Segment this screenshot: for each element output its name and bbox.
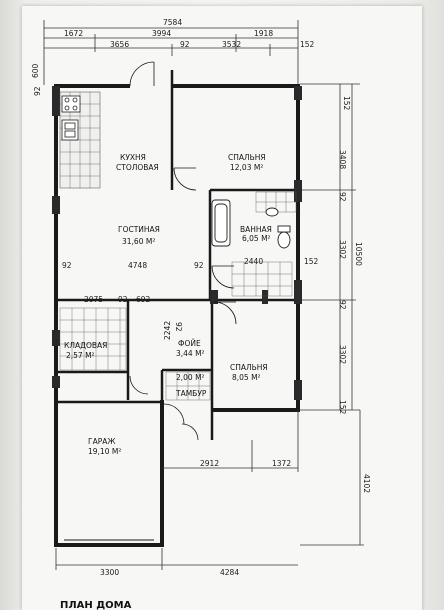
dim-second-4: 152 <box>300 40 315 49</box>
foyer-area: 3,44 M² <box>176 349 205 358</box>
dim-mid-3: 2440 <box>244 257 263 266</box>
dim-mid-4: 152 <box>304 257 319 266</box>
bath-area: 6,05 M² <box>242 234 271 243</box>
living-label: ГОСТИНАЯ <box>118 225 160 234</box>
dim-garage-bottom-1: 3300 <box>100 568 119 577</box>
bath-label: ВАННАЯ <box>240 225 272 234</box>
vestibule-tiles <box>165 371 211 401</box>
porch-dimension-lines <box>55 410 299 570</box>
dim-closet-3: 692 <box>136 295 151 304</box>
outer-walls <box>54 84 300 547</box>
stove-icon <box>61 95 81 113</box>
living-area: 31,60 M² <box>122 237 155 246</box>
garage-label: ГАРАЖ <box>88 437 115 446</box>
dim-right-3: 92 <box>338 192 347 202</box>
dim-right-6: 3302 <box>338 345 347 364</box>
dim-small-v-2: 2242 <box>163 321 172 340</box>
wall-segments <box>52 86 302 400</box>
bedroom2-label: СПАЛЬНЯ <box>230 363 268 372</box>
dim-right-2: 3408 <box>338 150 347 169</box>
dim-second-1: 3656 <box>110 40 129 49</box>
dim-total-width: 7584 <box>163 18 182 27</box>
washbasin-icon <box>265 207 279 217</box>
top-dimension-lines <box>43 20 299 85</box>
dim-closet-1: 2075 <box>84 295 103 304</box>
bathroom-tiles <box>255 191 297 213</box>
dim-small-v-1: 92 <box>174 322 183 332</box>
storage-area: 2,57 M² <box>66 351 95 360</box>
utility-tiles <box>231 261 293 297</box>
dim-left-600: 600 <box>31 63 40 78</box>
dim-right-1: 152 <box>342 96 351 111</box>
bedroom1-area: 12,03 M² <box>230 163 263 172</box>
storage-label: КЛАДОВАЯ <box>64 341 107 350</box>
dim-mid-2: 92 <box>194 261 204 270</box>
vestibule-area: 2,00 M² <box>176 373 205 382</box>
dim-mid-0: 92 <box>62 261 72 270</box>
bedroom1-label: СПАЛЬНЯ <box>228 153 266 162</box>
dim-garage-bottom-2: 4284 <box>220 568 239 577</box>
dim-porch-1: 2912 <box>200 459 219 468</box>
dim-top-2: 3994 <box>152 29 171 38</box>
kitchen-sublabel: СТОЛОВАЯ <box>116 163 159 172</box>
right-dimension-lines <box>300 83 364 546</box>
dim-right-5: 92 <box>338 300 347 310</box>
interior-walls <box>56 70 298 440</box>
dim-second-3: 3532 <box>222 40 241 49</box>
toilet-icon <box>277 225 291 249</box>
plan-caption: ПЛАН ДОМА <box>60 600 132 610</box>
doors <box>129 61 237 441</box>
sink-icon <box>61 119 79 141</box>
dim-top-1: 1672 <box>64 29 83 38</box>
bathtub-icon <box>211 199 231 247</box>
foyer-label: ФОЙЕ <box>178 339 201 348</box>
storage-tiles <box>59 307 127 371</box>
dim-right-4: 3302 <box>338 240 347 259</box>
bedroom2-area: 8,05 M² <box>232 373 261 382</box>
dim-closet-2: 92 <box>118 295 128 304</box>
garage-area: 19,10 M² <box>88 447 121 456</box>
dim-mid-1: 4748 <box>128 261 147 270</box>
kitchen-label: КУХНЯ <box>120 153 146 162</box>
dim-total-height: 10500 <box>354 242 363 266</box>
dim-top-3: 1918 <box>254 29 273 38</box>
dim-second-2: 92 <box>180 40 190 49</box>
dim-right-7: 152 <box>338 400 347 415</box>
dim-garage-depth: 4102 <box>362 474 371 493</box>
dim-left-92: 92 <box>33 86 42 96</box>
vestibule-label: ТАМБУР <box>175 389 207 398</box>
dim-porch-2: 1372 <box>272 459 291 468</box>
